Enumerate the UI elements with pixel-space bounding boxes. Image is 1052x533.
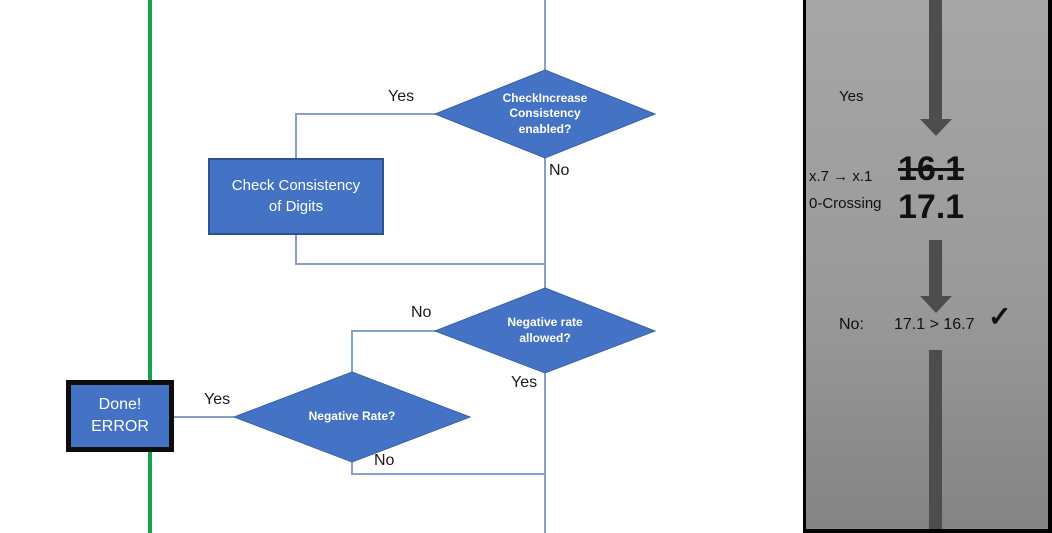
panel-rule-text: x.7 → x.1 0-Crossing xyxy=(809,163,882,217)
down-arrow-bottom-bar xyxy=(929,350,942,529)
process-check-consistency: Check Consistency of Digits xyxy=(208,158,384,235)
panel-value-old: 16.1 xyxy=(898,150,965,188)
decision-negative-rate-label: Negative Rate? xyxy=(308,409,396,424)
panel-rule-line1: x.7 → x.1 xyxy=(809,168,873,185)
decision-negative-rate-shape xyxy=(232,371,472,463)
edge-label-yes-top: Yes xyxy=(388,88,415,105)
decision-check-increase-shape xyxy=(433,69,657,159)
decision-negative-rate-allowed-shape xyxy=(433,287,657,374)
down-arrow-top-bar xyxy=(929,0,942,120)
edge-label-no-middle: No xyxy=(411,304,432,321)
edge-label-no-bottom: No xyxy=(374,452,395,469)
connector-checkincrease-yes xyxy=(295,113,437,158)
panel-rule-line2: 0-Crossing xyxy=(809,195,882,212)
connector-negrate-no xyxy=(351,462,545,475)
checkmark-icon: ✓ xyxy=(988,301,1012,332)
edge-label-no-top: No xyxy=(549,162,570,179)
timeline-green-line xyxy=(148,0,152,533)
edge-label-yes-middle: Yes xyxy=(511,374,538,391)
edge-label-yes-bottom: Yes xyxy=(204,391,231,408)
down-arrow-middle-head-icon xyxy=(920,296,952,313)
panel-result-no-label: No: xyxy=(839,316,864,333)
panel-yes-label: Yes xyxy=(839,88,864,105)
connector-negrate-allowed-no xyxy=(351,330,437,372)
down-arrow-top-head-icon xyxy=(920,119,952,136)
decision-negative-rate-allowed-label: Negative rate allowed? xyxy=(507,315,583,345)
terminal-done-error: Done! ERROR xyxy=(66,380,174,452)
connector-box-return xyxy=(295,235,545,265)
decision-check-increase-label: CheckIncrease Consistency enabled? xyxy=(502,90,588,136)
down-arrow-middle-bar xyxy=(929,240,942,297)
panel-value-new: 17.1 xyxy=(898,188,965,226)
panel-result-comparison: 17.1 > 16.7 xyxy=(894,316,975,333)
